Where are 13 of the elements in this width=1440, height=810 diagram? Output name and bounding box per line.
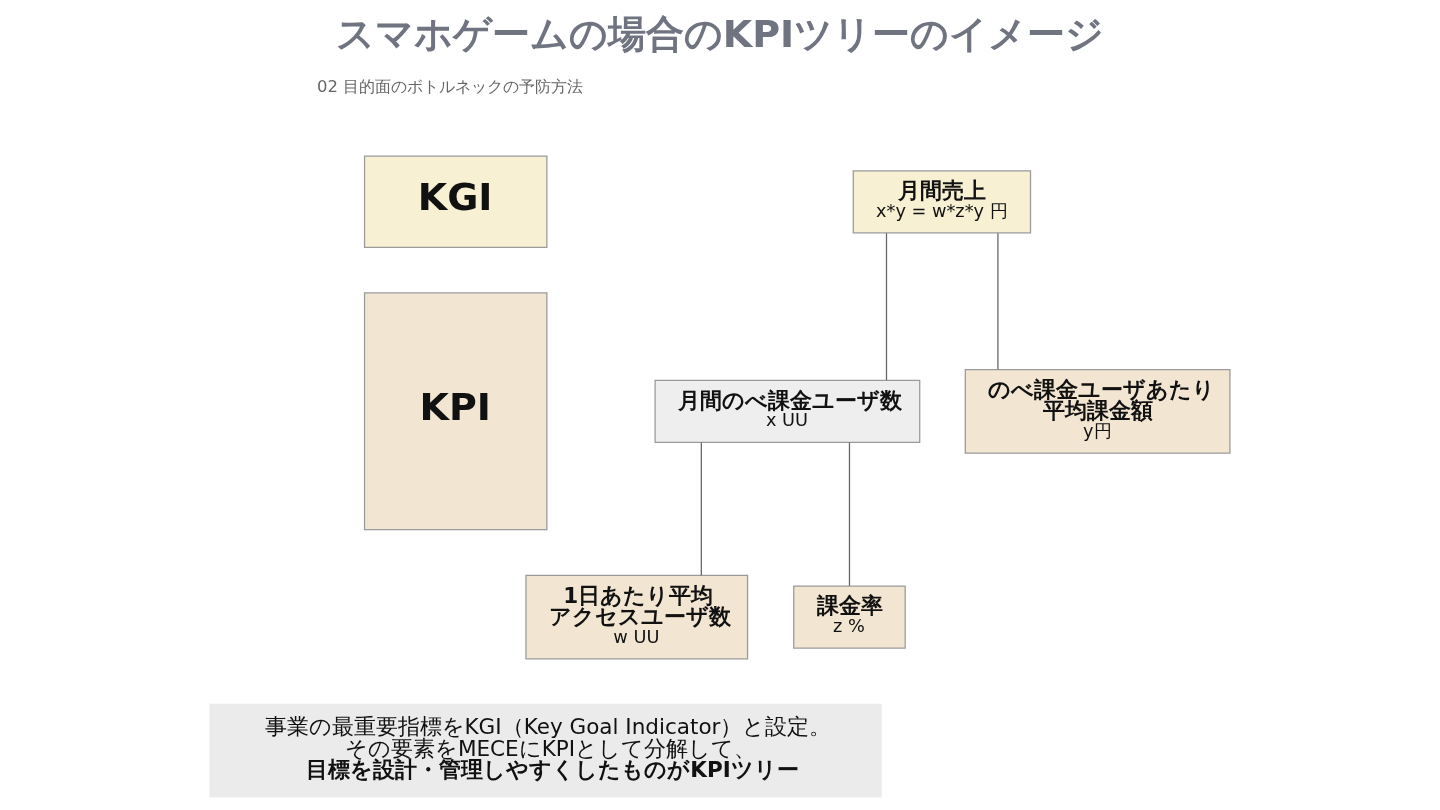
connector	[997, 232, 999, 370]
connector	[848, 441, 851, 587]
node-box: のべ課金ユーザあたり平均課金額 y円	[964, 368, 1231, 454]
label: 02 目的面のボトルネックの予防方法	[317, 77, 584, 97]
node-box: 課金率 z %	[793, 585, 906, 649]
node-box: 1日あたり平均アクセスユーザ数 w UU	[525, 574, 749, 660]
node-box: 月間売上 x*y = w*z*y 円	[852, 170, 1032, 234]
node-box: KGI	[363, 155, 548, 248]
node-box: 月間のべ課金ユーザ数 x UU	[654, 379, 921, 443]
diagram-title: スマホゲームの場合のKPIツリーのイメージ	[335, 12, 1105, 57]
connector	[700, 441, 702, 576]
connector	[885, 232, 888, 381]
node-box: KPI	[363, 292, 548, 531]
